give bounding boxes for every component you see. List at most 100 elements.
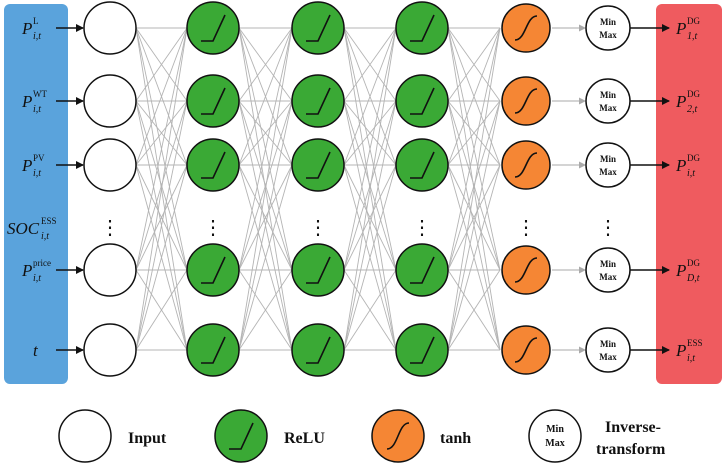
edge-line (135, 164, 188, 271)
edge-line (238, 100, 293, 166)
output-label-sup: ESS (687, 338, 703, 348)
output-panel (656, 4, 722, 384)
relu-node (291, 1, 345, 55)
tanh-icon (514, 152, 538, 178)
input-panel (4, 4, 68, 384)
ellipsis: ⋮ (516, 217, 536, 239)
relu-node (395, 243, 449, 297)
input-label-sub: i,t (33, 104, 41, 115)
relu-icon (201, 87, 226, 115)
relu-node (186, 323, 240, 377)
edge-line (343, 27, 397, 102)
minmax-min-text: Min (600, 259, 616, 269)
relu-icon (201, 14, 226, 42)
output-label-sup: DG (687, 258, 700, 268)
relu-node (291, 74, 345, 128)
tanh-icon (514, 257, 538, 283)
edge-line (238, 100, 293, 351)
edge-line (238, 100, 293, 271)
edge-line (447, 100, 501, 271)
output-label-sub: i,t (687, 168, 695, 179)
minmax-max-text: Max (599, 352, 617, 362)
input-label-sup: price (33, 258, 51, 268)
input-label-base: t (33, 341, 39, 360)
minmax-node (585, 5, 631, 51)
relu-node (395, 138, 449, 192)
input-label-base: P (21, 19, 32, 38)
legend-tanh-icon (386, 422, 410, 450)
edge-line (135, 164, 188, 351)
edge-line (135, 27, 188, 271)
input-label-sup: L (33, 16, 39, 26)
edge-line (238, 27, 293, 271)
relu-node (291, 243, 345, 297)
output-label-sup: DG (687, 153, 700, 163)
minmax-min-text: Min (600, 90, 616, 100)
relu-icon (410, 256, 435, 284)
edge-line (343, 100, 397, 271)
minmax-node (585, 247, 631, 293)
relu-node (186, 74, 240, 128)
input-label-sub: i,t (33, 31, 41, 42)
relu-icon (410, 14, 435, 42)
edge-line (343, 100, 397, 166)
input-label-sub: i,t (33, 273, 41, 284)
edge-line (135, 100, 188, 351)
relu-icon (306, 14, 331, 42)
edge-line (238, 27, 293, 102)
minmax-max-text: Max (599, 30, 617, 40)
edge-line (238, 27, 293, 166)
relu-node (186, 243, 240, 297)
ellipsis: ⋮ (598, 217, 618, 239)
output-label-base: P (675, 92, 686, 111)
edge-line (238, 269, 293, 351)
input-label-base: P (21, 92, 32, 111)
output-label: PDG 2,t (675, 89, 700, 115)
edge-line (135, 27, 188, 166)
output-label-base: P (675, 19, 686, 38)
ellipsis: ⋮ (412, 217, 432, 239)
edge-line (447, 27, 501, 102)
edge-line (343, 269, 397, 351)
input-node (83, 1, 137, 55)
legend-tanh-label: tanh (440, 430, 471, 447)
relu-icon (306, 336, 331, 364)
edge-line (135, 27, 188, 351)
edge-line (238, 164, 293, 271)
legend-relu-icon (229, 422, 254, 450)
relu-icon (410, 151, 435, 179)
relu-icon (201, 256, 226, 284)
edge-line (135, 27, 188, 102)
input-label-base: SOC (7, 219, 40, 238)
legend-relu-node (214, 409, 268, 463)
output-label-base: P (675, 156, 686, 175)
output-label-sup: DG (687, 89, 700, 99)
output-label: PDG i,t (675, 153, 700, 179)
input-node (83, 74, 137, 128)
edge-line (447, 100, 501, 166)
edge-line (343, 100, 397, 351)
relu-node (291, 323, 345, 377)
relu-icon (201, 336, 226, 364)
legend-relu-label: ReLU (284, 430, 325, 447)
output-label-sub: 1,t (687, 31, 698, 42)
edge-line (343, 164, 397, 271)
output-label-sub: 2,t (687, 104, 698, 115)
relu-node (395, 74, 449, 128)
legend-inverse-line1: Inverse- (605, 419, 661, 436)
tanh-icon (514, 337, 538, 363)
output-label-base: P (675, 341, 686, 360)
minmax-min-text: Min (600, 339, 616, 349)
legend-input-node (58, 409, 112, 463)
tanh-icon (514, 88, 538, 114)
legend-minmax-node (528, 409, 582, 463)
